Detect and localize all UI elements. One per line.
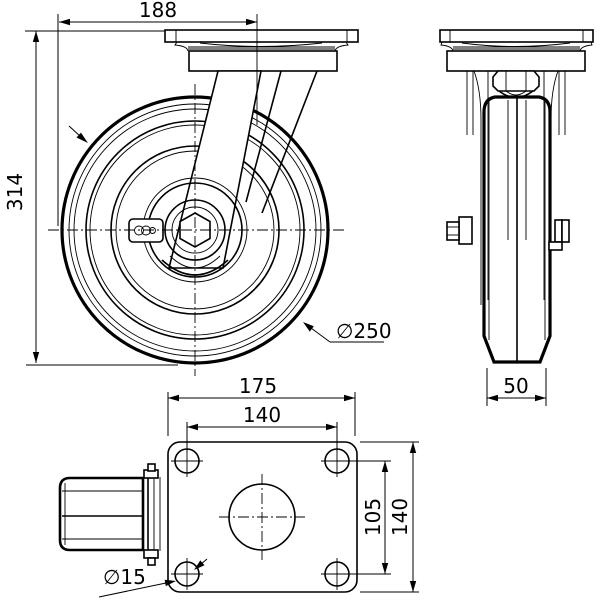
dim-label-140-depth: 140 — [388, 498, 412, 536]
plate-top-view — [167, 441, 358, 593]
dimension-314: 314 — [3, 30, 178, 366]
dimension-140-right: 140 — [360, 441, 419, 593]
dimension-50: 50 — [486, 368, 547, 406]
dimension-wheel-diameter: ∅250 — [303, 319, 392, 343]
dim-label-105: 105 — [361, 498, 385, 536]
tire-callout-arrow — [68, 125, 88, 143]
dim-label-175: 175 — [239, 374, 277, 398]
bolt-hole — [321, 558, 353, 590]
side-view — [439, 29, 594, 364]
dim-label-140-width: 140 — [243, 403, 281, 427]
dim-label-314: 314 — [3, 173, 27, 211]
dim-label-188: 188 — [139, 0, 177, 22]
dimension-bolt-hole-diameter: ∅15 — [98, 558, 208, 598]
bolt-hole — [171, 558, 203, 590]
wheel-profile-view — [58, 463, 161, 566]
front-view — [48, 14, 359, 376]
dimension-188: 188 — [57, 0, 257, 226]
dimension-175: 175 — [167, 374, 356, 436]
dimension-105: 105 — [350, 460, 391, 575]
axle-bolt — [446, 216, 570, 251]
dimension-140-top: 140 — [186, 403, 338, 452]
dim-label-diameter-250: ∅250 — [336, 319, 392, 343]
swivel-nut — [492, 70, 540, 92]
dim-label-50: 50 — [503, 374, 528, 398]
dim-label-diameter-15: ∅15 — [103, 565, 146, 589]
grease-fitting — [128, 218, 164, 243]
